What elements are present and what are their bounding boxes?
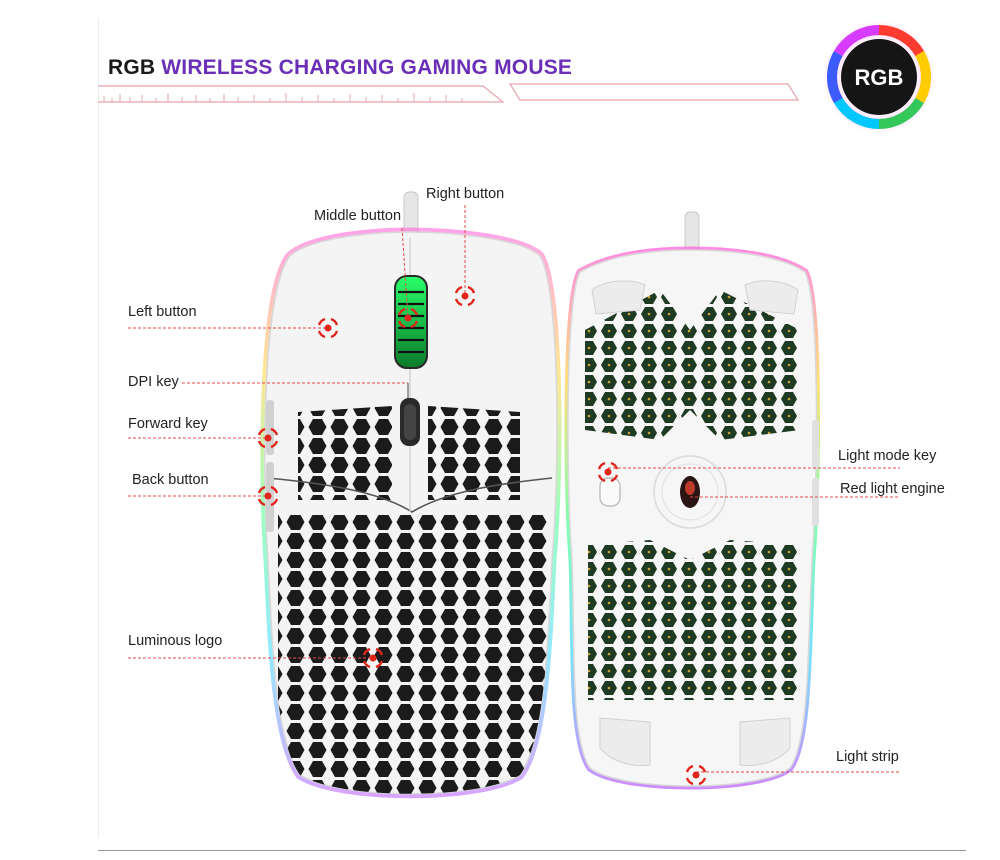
rgb-badge-icon: RGB <box>821 19 937 135</box>
mouse-bottom-view <box>564 211 820 790</box>
label-dpi-key: DPI key <box>128 374 179 390</box>
label-light-mode-key: Light mode key <box>838 448 937 464</box>
header-decoration <box>98 83 800 103</box>
marker-right-button <box>454 285 476 307</box>
mouse-top-view <box>260 191 562 799</box>
marker-back-button <box>257 485 279 507</box>
marker-luminous-logo <box>362 647 384 669</box>
marker-middle-button <box>397 307 419 329</box>
label-right-button: Right button <box>426 186 505 202</box>
frame-bottom-line <box>98 850 966 851</box>
label-forward-key: Forward key <box>128 416 208 432</box>
marker-light-strip <box>685 764 707 786</box>
label-red-light-engine: Red light engine <box>840 481 945 497</box>
label-light-strip: Light strip <box>836 749 899 765</box>
label-luminous-logo: Luminous logo <box>128 633 223 649</box>
title-main: WIRELESS CHARGING GAMING MOUSE <box>161 56 573 79</box>
label-left-button: Left button <box>128 304 197 320</box>
marker-left-button <box>317 317 339 339</box>
badge-label: RGB <box>855 65 904 90</box>
label-middle-button: Middle button <box>314 208 402 224</box>
marker-forward-key <box>257 427 279 449</box>
title-prefix: RGB <box>108 56 156 79</box>
frame-left-line <box>98 18 99 838</box>
marker-light-mode-key <box>597 461 619 483</box>
label-back-button: Back button <box>132 472 209 488</box>
